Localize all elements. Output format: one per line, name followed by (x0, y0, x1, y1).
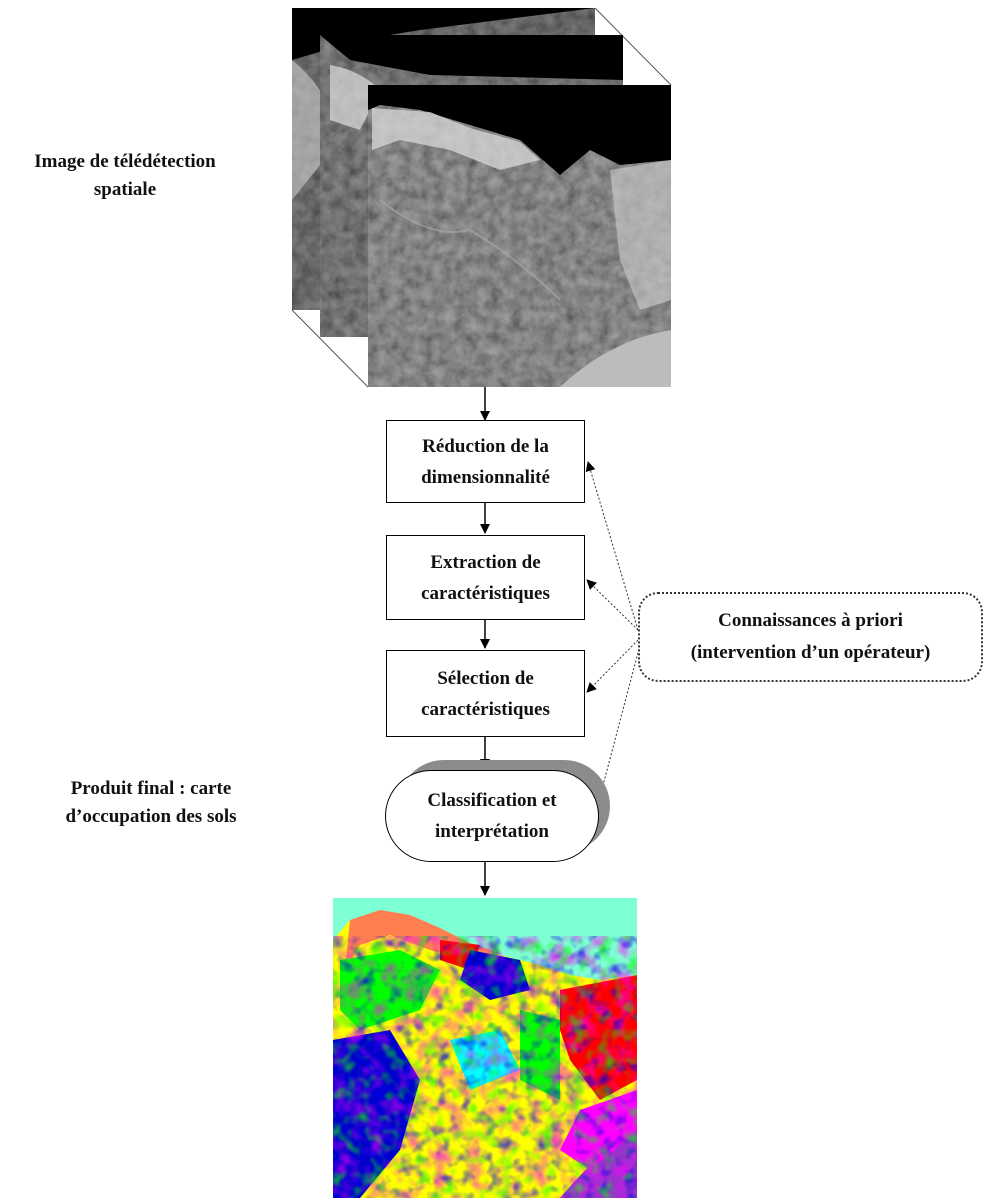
step-classification: Classification et interprétation (385, 770, 599, 862)
final-product-label: Produit final : carte d’occupation des s… (65, 778, 237, 827)
step-reduction: Réduction de la dimensionnalité (386, 420, 585, 503)
step-extraction-label: Extraction de caractéristiques (421, 551, 550, 604)
feedback-arrow-reduction (585, 461, 639, 631)
step-selection: Sélection de caractéristiques (386, 650, 585, 737)
prior-knowledge-label: Connaissances à priori (intervention d’u… (690, 610, 931, 663)
feedback-arrow-selection (586, 639, 639, 693)
step-selection-label: Sélection de caractéristiques (421, 667, 550, 720)
feedback-arrow-classification (593, 644, 641, 813)
step-classification-label: Classification et interprétation (427, 790, 557, 842)
step-reduction-label: Réduction de la dimensionnalité (421, 435, 550, 488)
image-layer-front (368, 85, 671, 387)
satellite-image-stack (291, 7, 672, 388)
step-extraction: Extraction de caractéristiques (386, 535, 585, 620)
input-image-label: Image de télédétection spatiale (34, 151, 216, 200)
prior-knowledge-box: Connaissances à priori (intervention d’u… (638, 592, 983, 682)
